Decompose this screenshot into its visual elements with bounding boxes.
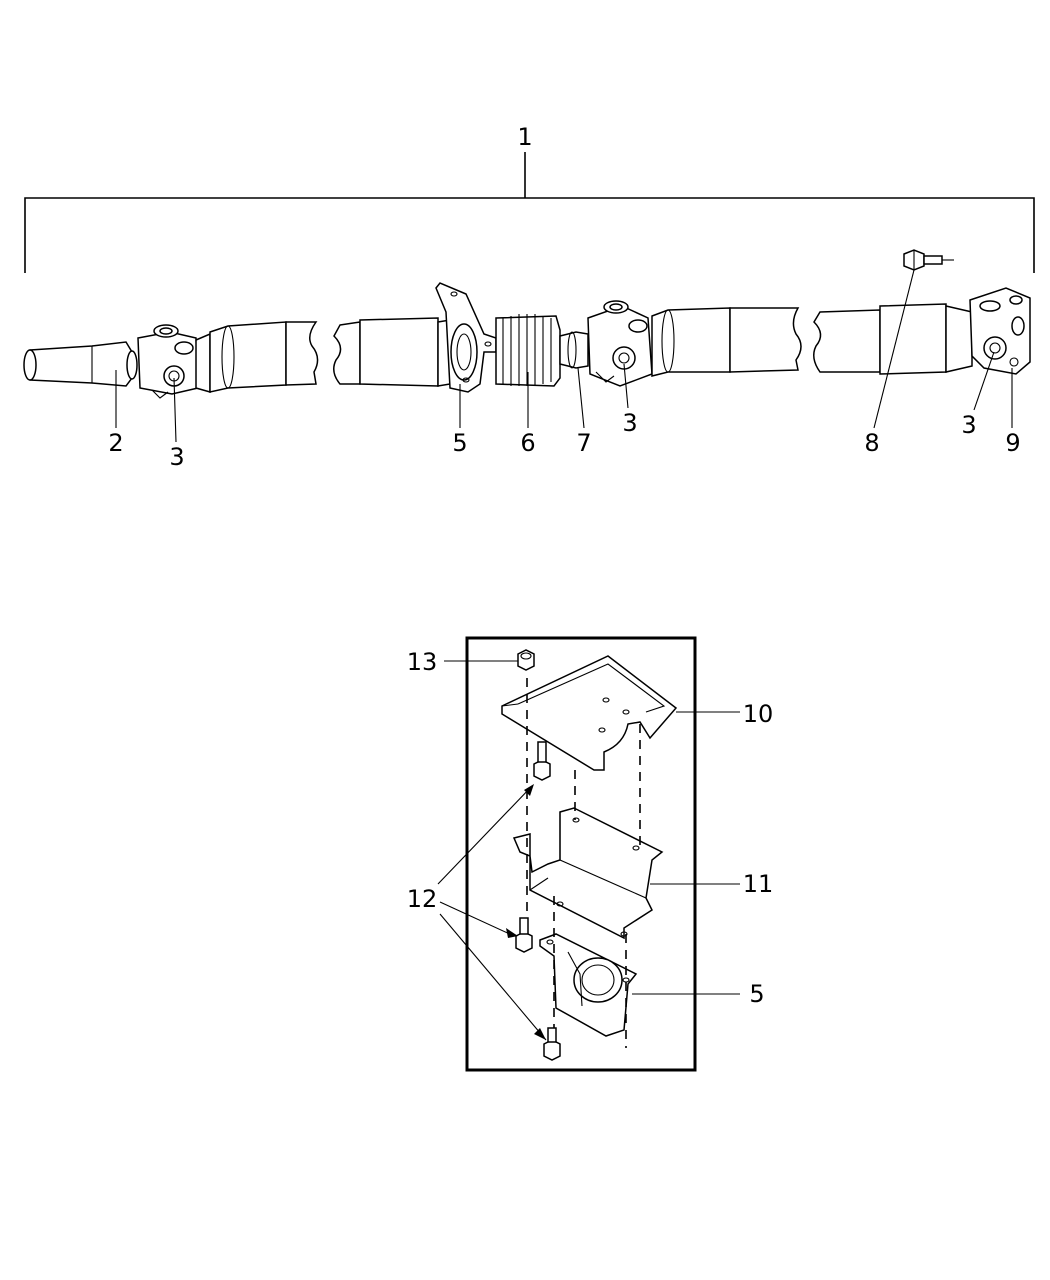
bolt-middle [515,917,533,953]
callout-12: 12 [407,885,438,913]
callout-5: 5 [452,429,467,457]
assembly-bracket [24,152,1035,273]
callout-11: 11 [743,870,774,898]
driveshaft-tube-center [333,317,451,387]
stub-shaft [559,331,589,369]
dust-boot [495,314,561,387]
callout-3-left: 3 [169,443,184,471]
callout-3-right: 3 [961,411,976,439]
callout-3-center: 3 [622,409,637,437]
alignment-dashes [526,678,641,1048]
callout-9: 9 [1005,429,1020,457]
driveshaft-tube-rear-1 [651,307,802,377]
callout-5-detail: 5 [749,980,764,1008]
center-bearing [435,282,497,393]
flange-yoke-rear [969,287,1031,375]
mounting-bracket [512,807,664,940]
bolt-upper [533,741,551,781]
callout-2: 2 [108,429,123,457]
heat-shield-upper [501,655,678,771]
leader-lines-top [115,269,1013,443]
callout-1: 1 [517,123,532,151]
center-bearing-detail [539,933,638,1037]
driveshaft-tube-rear-2 [813,303,973,375]
callout-13: 13 [407,648,438,676]
leader-lines-detail [437,660,740,1041]
callout-8: 8 [864,429,879,457]
leader-arrowheads [506,784,546,1040]
nut [517,649,535,671]
bolt-lower [543,1027,561,1061]
callout-7: 7 [576,429,591,457]
bolt [903,249,954,271]
universal-joint-center [587,300,653,387]
callout-6: 6 [520,429,535,457]
driveshaft-tube-front [209,321,319,393]
slip-yoke [23,341,138,387]
callout-10: 10 [743,700,774,728]
universal-joint-left [137,324,211,399]
